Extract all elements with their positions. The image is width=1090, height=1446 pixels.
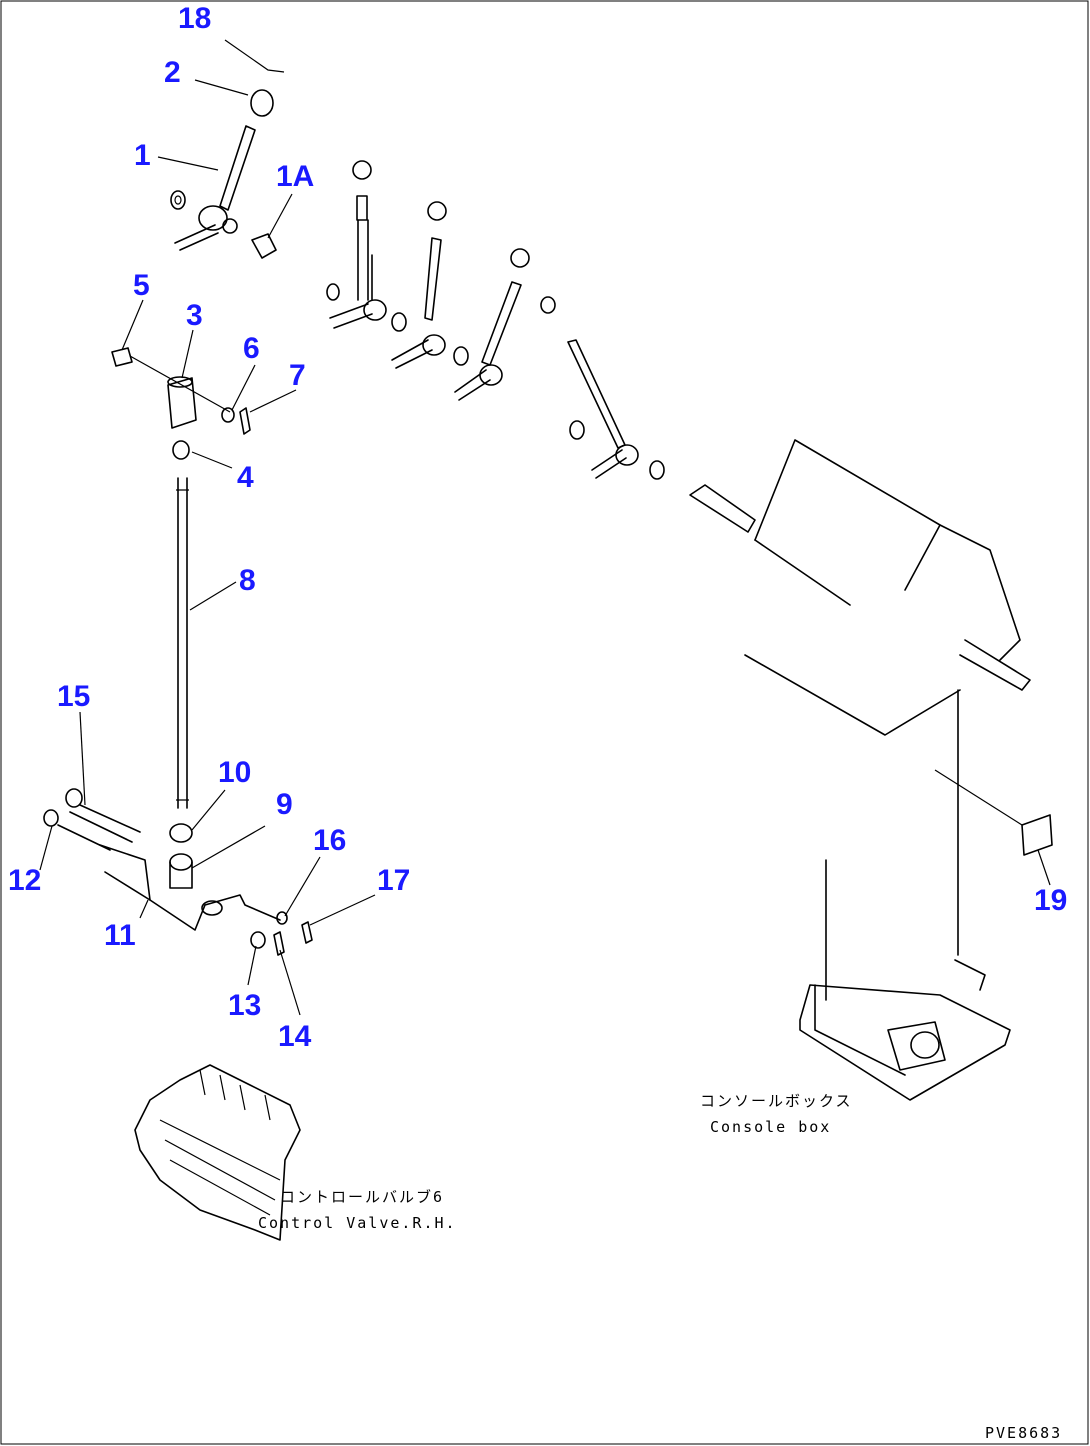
part-label-17: 17 bbox=[377, 864, 410, 897]
part-label-11: 11 bbox=[104, 919, 136, 952]
part-labels: 18 2 1 1A 5 3 6 7 4 8 15 10 9 16 17 12 1… bbox=[8, 2, 1067, 1053]
control-valve-caption-en: Control Valve.R.H. bbox=[258, 1214, 457, 1232]
part-label-1: 1 bbox=[134, 139, 151, 172]
part-label-2: 2 bbox=[164, 56, 181, 89]
lever-row-drawing bbox=[326, 160, 665, 480]
part-label-10: 10 bbox=[218, 756, 251, 789]
part-label-1a: 1A bbox=[276, 160, 314, 193]
part-label-4: 4 bbox=[237, 461, 254, 494]
part-label-12: 12 bbox=[8, 864, 41, 897]
part-label-8: 8 bbox=[239, 564, 256, 597]
bellcrank-assembly-drawing bbox=[43, 788, 313, 956]
part-label-13: 13 bbox=[228, 989, 261, 1022]
part-label-5: 5 bbox=[133, 269, 150, 302]
leader-lines bbox=[39, 79, 1051, 1016]
drawing-code: PVE8683 bbox=[985, 1424, 1062, 1442]
control-valve-caption-jp: コントロールバルブ6 bbox=[280, 1188, 444, 1206]
part-label-6: 6 bbox=[243, 332, 260, 365]
part-label-16: 16 bbox=[313, 824, 346, 857]
control-valve-drawing bbox=[134, 1064, 301, 1241]
console-box-drawing bbox=[689, 439, 1053, 1101]
part-label-7: 7 bbox=[289, 359, 306, 392]
rod-assembly-drawing bbox=[111, 347, 251, 809]
console-box-caption-jp: コンソールボックス bbox=[700, 1092, 853, 1110]
console-box-caption-en: Console box bbox=[710, 1118, 831, 1136]
captions: コンソールボックス Console box コントロールバルブ6 Control… bbox=[258, 1092, 1062, 1442]
part-label-9: 9 bbox=[276, 788, 293, 821]
part-label-3: 3 bbox=[186, 299, 203, 332]
lever-assembly-drawing bbox=[170, 39, 285, 259]
part-label-14: 14 bbox=[278, 1020, 312, 1053]
part-label-15: 15 bbox=[57, 680, 90, 713]
part-label-18: 18 bbox=[178, 2, 211, 35]
part-label-19: 19 bbox=[1034, 884, 1067, 917]
